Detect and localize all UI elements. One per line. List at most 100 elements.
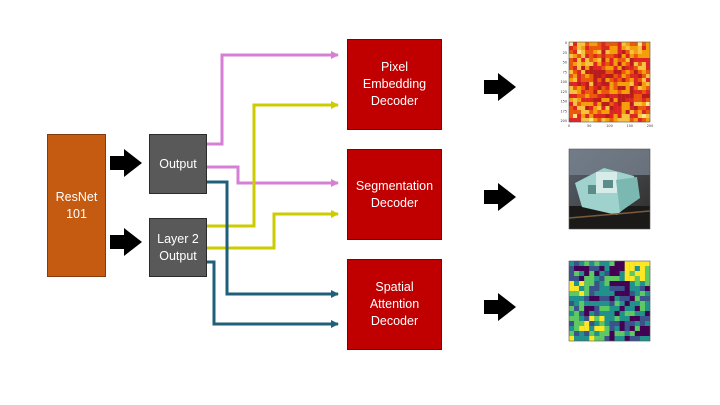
attention-cell bbox=[599, 306, 605, 312]
heatmap-cell bbox=[645, 46, 651, 51]
heatmap-cell bbox=[593, 54, 598, 59]
heatmap-cell bbox=[581, 66, 586, 71]
heatmap-cell bbox=[605, 90, 610, 95]
heatmap-cell bbox=[597, 62, 602, 67]
heatmap-cell bbox=[641, 78, 647, 83]
attention-cell bbox=[584, 281, 590, 287]
attention-cell bbox=[644, 271, 651, 277]
heatmap-cell bbox=[641, 110, 647, 115]
attention-cell bbox=[574, 306, 580, 312]
attention-cell bbox=[584, 276, 590, 282]
heatmap-cell bbox=[597, 90, 602, 95]
heatmap-cell bbox=[625, 114, 630, 119]
heatmap-cell bbox=[569, 70, 574, 75]
heatmap-cell bbox=[633, 102, 638, 107]
heatmap-cell bbox=[621, 66, 626, 71]
attention-cell bbox=[609, 271, 615, 277]
attention-cell bbox=[584, 291, 590, 297]
heatmap-cell bbox=[621, 118, 626, 123]
attention-cell bbox=[579, 266, 585, 272]
heatmap-cell bbox=[593, 62, 598, 67]
heatmap-cell bbox=[609, 102, 614, 107]
attention-cell bbox=[579, 316, 585, 322]
attention-cell bbox=[584, 266, 590, 272]
attention-cell bbox=[629, 266, 635, 272]
heatmap-cell bbox=[593, 66, 598, 71]
attention-cell bbox=[574, 331, 580, 337]
attention-cell bbox=[599, 331, 605, 337]
heatmap-cell bbox=[589, 66, 594, 71]
heatmap-cell bbox=[585, 42, 590, 47]
attention-cell bbox=[639, 336, 646, 342]
heatmap-cell bbox=[641, 114, 647, 119]
attention-cell bbox=[629, 296, 635, 302]
heatmap-cell bbox=[637, 78, 642, 83]
heatmap-cell bbox=[645, 102, 651, 107]
attention-cell bbox=[619, 291, 625, 297]
heatmap-cell bbox=[645, 90, 651, 95]
heatmap-cell bbox=[601, 86, 606, 91]
heatmap-cell bbox=[597, 42, 602, 47]
heatmap-cell bbox=[581, 46, 586, 51]
arrow-decoder2-to-result bbox=[484, 183, 516, 211]
attention-cell bbox=[614, 276, 620, 282]
heatmap-cell bbox=[605, 114, 610, 119]
heatmap-cell bbox=[637, 102, 642, 107]
heatmap-cell bbox=[605, 70, 610, 75]
attention-cell bbox=[644, 321, 651, 327]
heatmap-cell bbox=[641, 50, 647, 55]
heatmap-cell bbox=[625, 54, 630, 59]
attention-cell bbox=[639, 301, 646, 307]
attention-cell bbox=[634, 306, 640, 312]
attention-cell bbox=[589, 316, 595, 322]
heatmap-cell bbox=[581, 50, 586, 55]
attention-cell bbox=[634, 261, 640, 267]
heatmap-cell bbox=[589, 54, 594, 59]
heatmap-cell bbox=[605, 58, 610, 63]
heatmap-cell bbox=[577, 54, 582, 59]
attention-cell bbox=[604, 296, 610, 302]
attention-cell bbox=[579, 296, 585, 302]
attention-cell bbox=[569, 286, 575, 292]
heatmap-cell bbox=[569, 62, 574, 67]
attention-cell bbox=[574, 276, 580, 282]
heatmap-cell bbox=[637, 74, 642, 79]
heatmap-cell bbox=[621, 74, 626, 79]
heatmap-cell bbox=[589, 106, 594, 111]
heatmap-cell bbox=[645, 74, 651, 79]
heatmap-cell bbox=[633, 58, 638, 63]
heatmap-cell bbox=[613, 74, 618, 79]
attention-cell bbox=[619, 261, 625, 267]
attention-cell bbox=[589, 301, 595, 307]
heatmap-cell bbox=[581, 82, 586, 87]
attention-cell bbox=[569, 311, 575, 317]
heatmap-cell bbox=[589, 82, 594, 87]
heatmap-cell bbox=[573, 54, 578, 59]
attention-cell bbox=[599, 316, 605, 322]
attention-cell bbox=[579, 281, 585, 287]
heatmap-cell bbox=[605, 78, 610, 83]
attention-cell bbox=[619, 266, 625, 272]
attention-cell bbox=[614, 281, 620, 287]
heatmap-cell bbox=[637, 94, 642, 99]
y-tick-label: 50 bbox=[563, 61, 567, 65]
heatmap-cell bbox=[597, 70, 602, 75]
attention-cell bbox=[614, 326, 620, 332]
attention-cell bbox=[569, 276, 575, 282]
heatmap-cell bbox=[577, 114, 582, 119]
heatmap-cell bbox=[633, 46, 638, 51]
heatmap-cell bbox=[625, 102, 630, 107]
attention-cell bbox=[629, 261, 635, 267]
arrow-resnet-to-layer2 bbox=[110, 228, 142, 256]
heatmap-cell bbox=[581, 110, 586, 115]
attention-cell bbox=[609, 281, 615, 287]
attention-cell bbox=[579, 331, 585, 337]
attention-cell bbox=[589, 276, 595, 282]
attention-cell bbox=[609, 276, 615, 282]
heatmap-cell bbox=[585, 110, 590, 115]
attention-cell bbox=[584, 316, 590, 322]
heatmap-cell bbox=[597, 94, 602, 99]
attention-cell bbox=[574, 296, 580, 302]
heatmap-cell bbox=[617, 46, 622, 51]
y-tick-label: 100 bbox=[561, 80, 567, 84]
